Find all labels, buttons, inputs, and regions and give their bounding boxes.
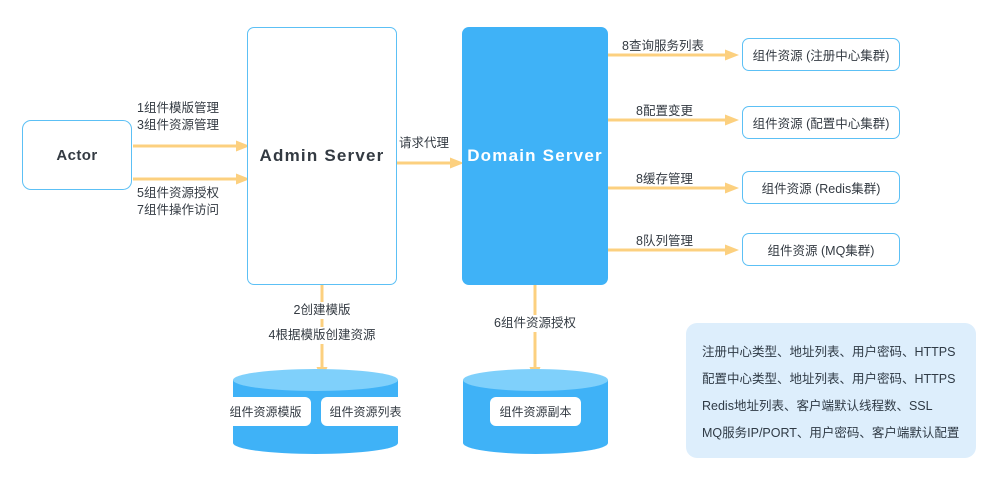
- node-admin-server[interactable]: Admin Server: [247, 27, 397, 285]
- arrow-domain-to-mq: [608, 243, 740, 261]
- chip-resource-list: 组件资源列表: [320, 397, 411, 426]
- datastore-domain-chips: 组件资源副本: [463, 369, 608, 454]
- arrow-domain-to-redis: [608, 181, 740, 199]
- chip-resource-template: 组件资源模版: [220, 397, 311, 426]
- datastore-admin-chips: 组件资源模版 组件资源列表: [220, 369, 411, 454]
- arrow-domain-to-registry: [608, 48, 740, 66]
- arrow-domain-to-config: [608, 113, 740, 131]
- resource-box-config[interactable]: 组件资源 (配置中心集群): [742, 106, 900, 139]
- resource-box-mq-label: 组件资源 (MQ集群): [767, 244, 875, 258]
- resource-box-registry-label: 组件资源 (注册中心集群): [752, 49, 890, 63]
- resource-box-config-label: 组件资源 (配置中心集群): [752, 117, 890, 131]
- edge-label-cache-manage: 8缓存管理: [636, 172, 693, 186]
- edge-label-actor-admin-3: 3组件资源管理: [137, 118, 219, 132]
- edge-label-query-service-list: 8查询服务列表: [622, 39, 704, 53]
- edge-label-config-change: 8配置变更: [636, 104, 693, 118]
- datastore-domain[interactable]: 组件资源副本: [463, 369, 608, 454]
- legend-line-config: 配置中心类型、地址列表、用户密码、HTTPS: [702, 372, 956, 386]
- datastore-domain-top: [463, 369, 608, 391]
- arrow-admin-to-domain: [397, 156, 465, 174]
- node-admin-server-label: Admin Server: [259, 146, 385, 165]
- node-domain-server-label: Domain Server: [467, 146, 603, 165]
- edge-label-resource-auth: 6组件资源授权: [455, 315, 615, 332]
- resource-box-redis-label: 组件资源 (Redis集群): [761, 182, 881, 196]
- legend-line-registry: 注册中心类型、地址列表、用户密码、HTTPS: [702, 345, 956, 359]
- edge-label-request-proxy: 请求代理: [399, 136, 450, 150]
- datastore-admin-top: [233, 369, 398, 391]
- edge-label-actor-admin-1: 1组件模版管理: [137, 101, 219, 115]
- node-actor-label: Actor: [56, 146, 98, 164]
- legend-line-mq: MQ服务IP/PORT、用户密码、客户端默认配置: [702, 426, 960, 440]
- arrow-actor-to-admin-bottom: [133, 172, 251, 190]
- resource-box-registry[interactable]: 组件资源 (注册中心集群): [742, 38, 900, 71]
- arrow-actor-to-admin-top: [133, 139, 251, 157]
- node-domain-server[interactable]: Domain Server: [462, 27, 608, 285]
- resource-box-redis[interactable]: 组件资源 (Redis集群): [742, 171, 900, 204]
- resource-box-mq[interactable]: 组件资源 (MQ集群): [742, 233, 900, 266]
- legend-panel: 注册中心类型、地址列表、用户密码、HTTPS 配置中心类型、地址列表、用户密码、…: [686, 323, 976, 458]
- edge-label-queue-manage: 8队列管理: [636, 234, 693, 248]
- edge-label-actor-admin-5: 5组件资源授权: [137, 186, 219, 200]
- edge-label-create-template: 2创建模版: [222, 302, 422, 319]
- edge-label-create-resource: 4根据模版创建资源: [222, 327, 422, 344]
- edge-label-actor-admin-7: 7组件操作访问: [137, 203, 219, 217]
- node-actor[interactable]: Actor: [22, 120, 132, 190]
- chip-resource-replica: 组件资源副本: [490, 397, 581, 426]
- legend-line-redis: Redis地址列表、客户端默认线程数、SSL: [702, 399, 933, 413]
- arrow-domain-to-store: [528, 285, 542, 381]
- datastore-admin[interactable]: 组件资源模版 组件资源列表: [220, 369, 411, 454]
